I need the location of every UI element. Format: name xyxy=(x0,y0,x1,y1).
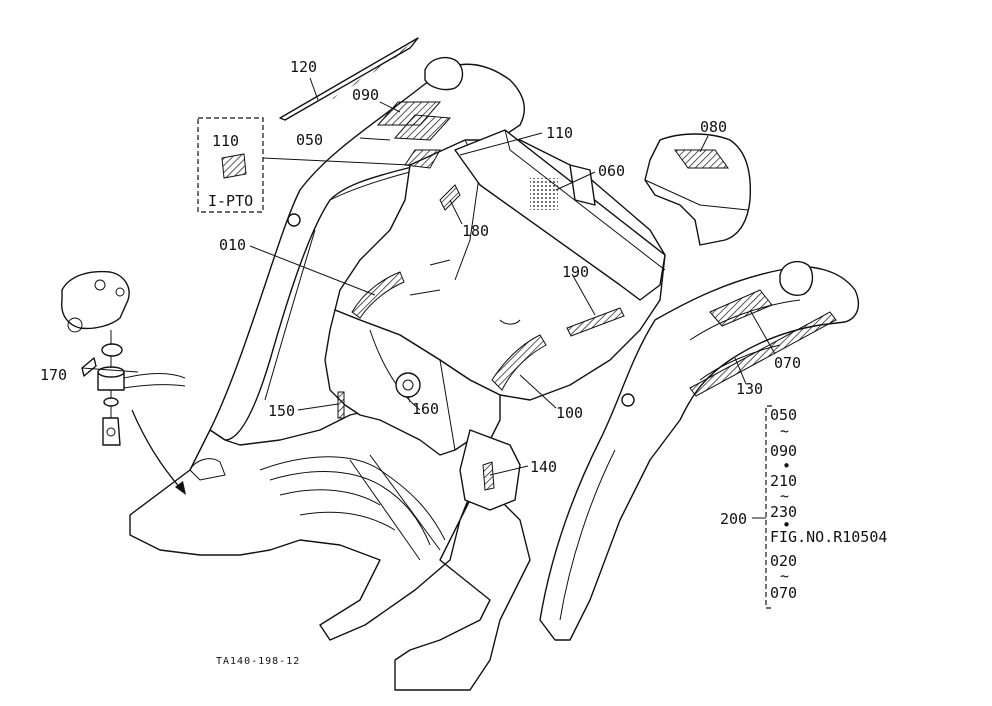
drawing-number: TA140-198-12 xyxy=(216,656,300,667)
range-item-4: 210 xyxy=(770,472,797,490)
range-item-0: 050 xyxy=(770,406,797,424)
range-item-3: • xyxy=(782,457,791,475)
callout-200: 200 xyxy=(720,510,747,528)
range-bracket: 050 ~ 090 • 210 ~ 230 • FIG.NO.R10504 02… xyxy=(752,405,887,609)
inset-callout-110: 110 xyxy=(212,132,239,150)
callout-150: 150 xyxy=(268,402,295,420)
callout-070: 070 xyxy=(774,354,801,372)
callout-160: 160 xyxy=(412,400,439,418)
callout-130: 130 xyxy=(736,380,763,398)
callout-170: 170 xyxy=(40,366,67,384)
decals xyxy=(337,101,837,491)
leader-lines xyxy=(81,77,776,476)
rear-panel xyxy=(454,129,666,301)
range-item-6: 230 xyxy=(770,503,797,521)
inset-label: I-PTO xyxy=(208,192,253,210)
range-item-1: ~ xyxy=(780,422,789,440)
callout-180: 180 xyxy=(462,222,489,240)
callout-190: 190 xyxy=(562,263,589,281)
right-fender xyxy=(539,260,860,641)
range-item-9: 020 xyxy=(770,552,797,570)
strip-120-hatch xyxy=(330,40,416,100)
callout-numbers: 120 090 050 110 080 060 180 010 190 070 … xyxy=(40,58,801,528)
callout-060: 060 xyxy=(598,162,625,180)
range-item-8: FIG.NO.R10504 xyxy=(770,528,887,546)
callout-010: 010 xyxy=(219,236,246,254)
range-item-7: • xyxy=(782,516,791,534)
callout-080: 080 xyxy=(700,118,727,136)
callout-090: 090 xyxy=(352,86,379,104)
left-fender-assembly xyxy=(129,57,531,691)
range-item-10: ~ xyxy=(780,567,789,585)
range-item-5: ~ xyxy=(780,487,789,505)
range-item-2: 090 xyxy=(770,442,797,460)
range-item-11: 070 xyxy=(770,584,797,602)
callout-120: 120 xyxy=(290,58,317,76)
callout-140: 140 xyxy=(530,458,557,476)
pto-parts xyxy=(61,270,186,495)
ipto-inset: 110 I-PTO xyxy=(197,117,411,213)
callout-050: 050 xyxy=(296,131,323,149)
callout-100: 100 xyxy=(556,404,583,422)
callout-110: 110 xyxy=(546,124,573,142)
